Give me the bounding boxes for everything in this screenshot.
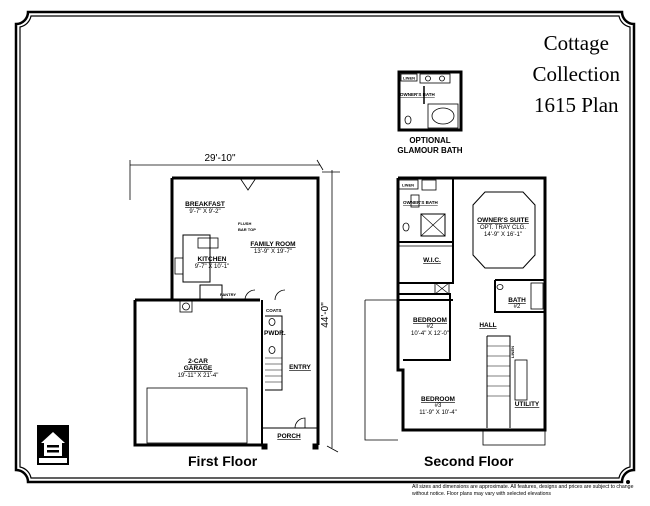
family-room-size: 13'-9" X 19'-7" bbox=[254, 249, 292, 255]
kitchen-label: KITCHEN bbox=[198, 256, 227, 263]
bedroom-2-size: 10'-4" X 12'-0" bbox=[411, 331, 449, 337]
bath-2-label: BATH bbox=[508, 297, 526, 304]
coats-label: COATS bbox=[266, 308, 281, 313]
wic-label: W.I.C. bbox=[423, 257, 441, 264]
bedroom-2-label: BEDROOM bbox=[413, 317, 447, 324]
optional-glamour-bath-plan bbox=[397, 70, 463, 132]
porch-label: PORCH bbox=[277, 433, 301, 440]
glamour-bath-label: GLAMOUR BATH bbox=[397, 146, 462, 155]
title-line-1: Cottage bbox=[543, 31, 609, 55]
title-line-3: 1615 Plan bbox=[533, 93, 619, 117]
optional-label: OPTIONAL bbox=[409, 136, 450, 145]
pantry-label: PANTRY bbox=[220, 292, 236, 297]
first-floor-plan bbox=[133, 176, 320, 450]
title-line-2: Collection bbox=[532, 62, 621, 86]
depth-dimension: 44'-0" bbox=[320, 302, 331, 328]
bedroom-3-size: 11'-9" X 10'-4" bbox=[419, 410, 456, 416]
tray-ceiling-note: OPT. TRAY CLG. bbox=[480, 225, 526, 231]
flush-label: FLUSH bbox=[238, 221, 251, 226]
kitchen-size: 9'-7" X 10'-1" bbox=[195, 264, 230, 270]
utility-label: UTILITY bbox=[515, 401, 540, 408]
owners-suite-label: OWNER'S SUITE bbox=[477, 217, 529, 224]
dimension-lines bbox=[129, 159, 340, 453]
hall-label: HALL bbox=[479, 322, 496, 329]
bar-top-label: BAR TOP bbox=[238, 227, 256, 232]
garage-label-2: GARAGE bbox=[184, 365, 213, 372]
breakfast-size: 9'-7" X 9'-2" bbox=[189, 209, 220, 215]
linen-label: LINEN bbox=[403, 76, 415, 81]
plan-title: Cottage Collection 1615 Plan bbox=[533, 28, 621, 121]
decorative-frame bbox=[14, 10, 636, 484]
garage-label-1: 2-CAR bbox=[188, 358, 208, 365]
owners-bath-label: OWNER'S BATH bbox=[400, 92, 435, 97]
linen-label: LINEN bbox=[402, 183, 414, 188]
breakfast-label: BREAKFAST bbox=[185, 201, 225, 208]
first-floor-label: First Floor bbox=[188, 453, 258, 469]
bedroom-3-label: BEDROOM bbox=[421, 396, 455, 403]
bath-2-number: #2 bbox=[514, 304, 521, 310]
owners-suite-size: 14'-9" X 16'-1" bbox=[484, 232, 522, 238]
second-floor-label: Second Floor bbox=[424, 453, 514, 469]
powder-room-label: PWDR. bbox=[264, 330, 286, 337]
linen-2-label: LINEN bbox=[510, 346, 515, 358]
bedroom-2-number: #2 bbox=[427, 324, 434, 330]
entry-label: ENTRY bbox=[289, 364, 311, 371]
second-floor-plan bbox=[364, 176, 547, 446]
owners-bath-label: OWNER'S BATH bbox=[403, 200, 438, 205]
width-dimension: 29'-10" bbox=[204, 153, 235, 164]
equal-housing-logo bbox=[37, 425, 69, 465]
disclaimer: All sizes and dimensions are approximate… bbox=[412, 484, 634, 497]
garage-size: 19'-11" X 21'-4" bbox=[178, 373, 219, 379]
family-room-label: FAMILY ROOM bbox=[250, 241, 295, 248]
bedroom-3-number: #3 bbox=[435, 403, 442, 409]
